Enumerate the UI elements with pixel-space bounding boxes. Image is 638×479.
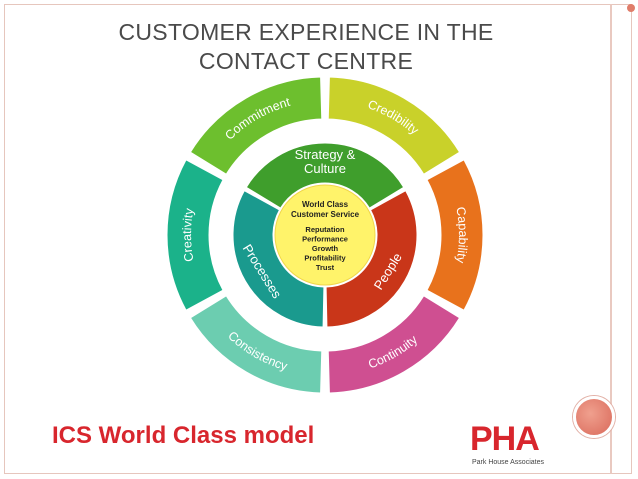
center-item: Reputation — [305, 225, 345, 234]
center-heading-line: World Class — [302, 200, 349, 209]
slide-title: CUSTOMER EXPERIENCE IN THE CONTACT CENTR… — [96, 18, 516, 76]
center-item: Profitability — [304, 254, 346, 263]
model-caption: ICS World Class model — [52, 422, 314, 450]
corner-dot — [627, 4, 635, 12]
center-item: Performance — [302, 235, 348, 244]
logo-caption: Park House Associates — [472, 459, 544, 466]
center-heading-line: Customer Service — [291, 210, 360, 219]
center-item: Growth — [312, 244, 339, 253]
logo-mark: PHA — [470, 422, 539, 456]
center-item: Trust — [316, 263, 335, 272]
pha-logo: PHA Park House Associates — [470, 422, 590, 472]
